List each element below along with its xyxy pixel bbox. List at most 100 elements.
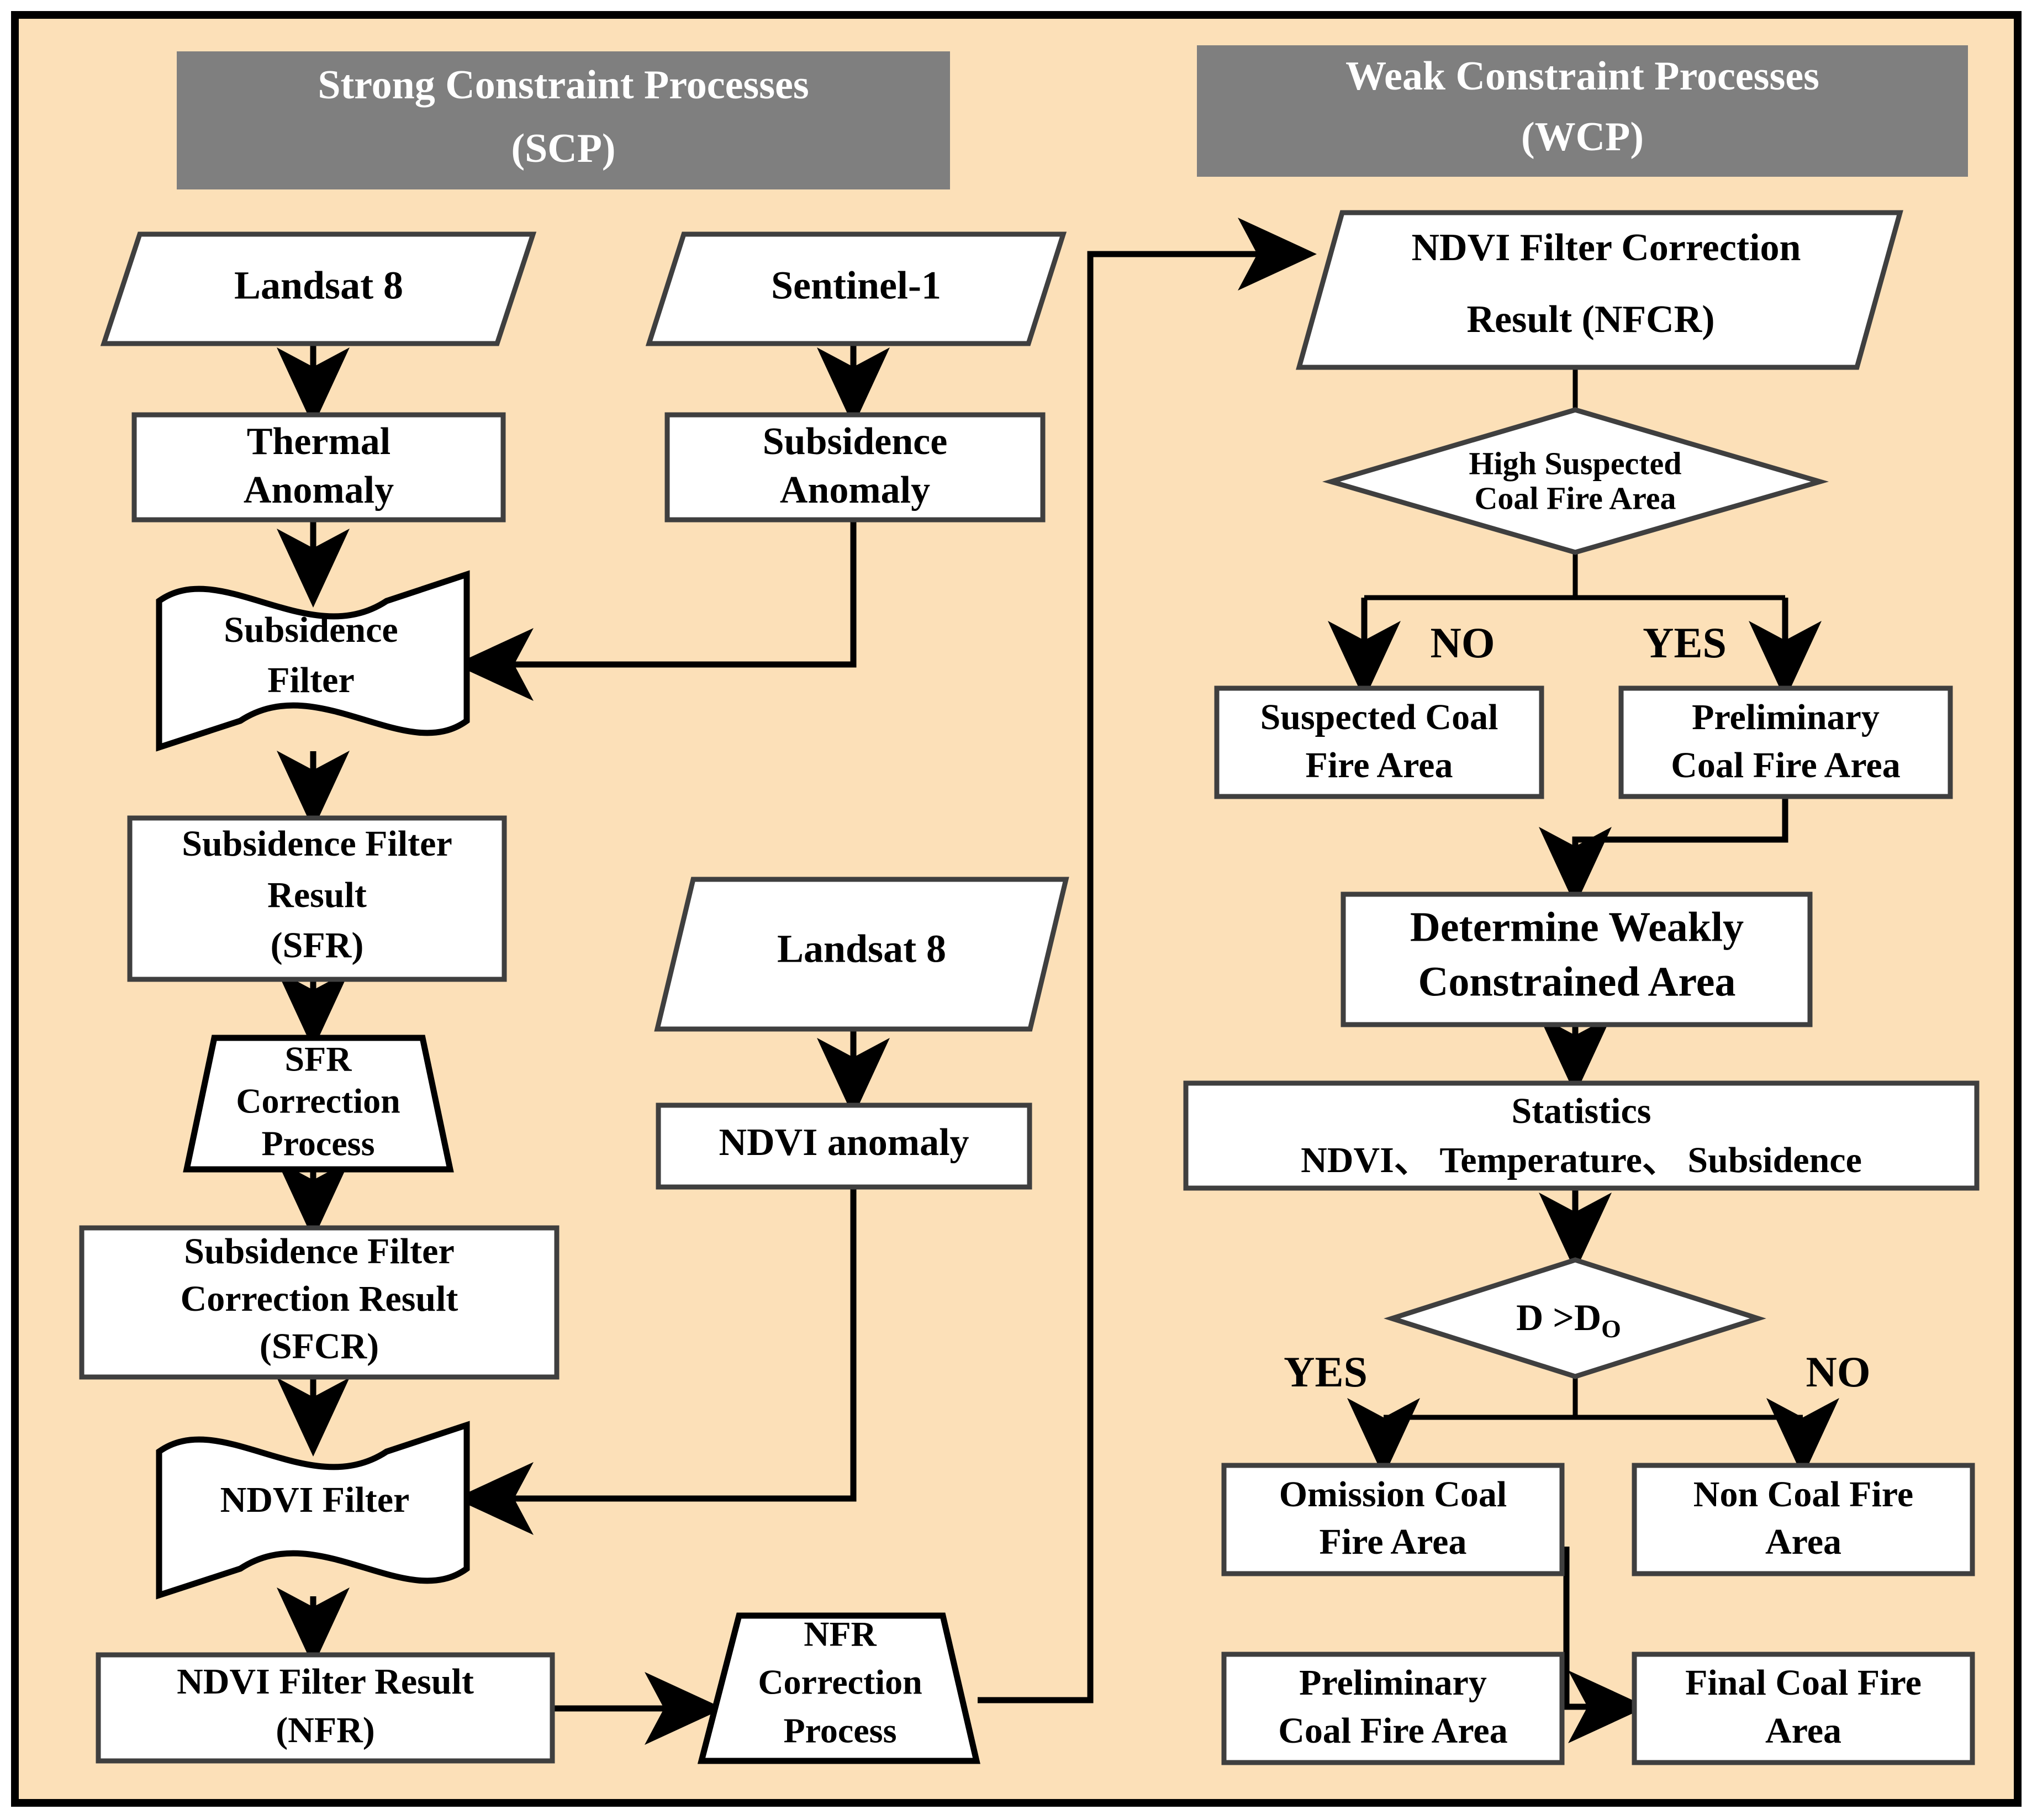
- header-wcp: Weak Constraint Processes (WCP): [1197, 45, 1968, 177]
- header-scp-bg: [177, 51, 950, 189]
- sfcr-line3: (SFCR): [260, 1326, 379, 1367]
- high-suspected-line1: High Suspected: [1469, 445, 1681, 481]
- subsidence-anomaly-shape: [664, 412, 1046, 523]
- label-high-suspected-yes: YES: [1643, 619, 1727, 667]
- node-ndvi-filter[interactable]: NDVI Filter: [156, 1421, 470, 1600]
- final-line2: Area: [1765, 1711, 1841, 1751]
- thermal-anomaly-line1: Thermal: [247, 420, 391, 463]
- header-scp-line2: (SCP): [511, 126, 615, 171]
- nfr-line1: NDVI Filter Result: [177, 1661, 474, 1702]
- preliminary-top-line1: Preliminary: [1692, 697, 1880, 737]
- edge-d-threshold-split: [1384, 1376, 1803, 1420]
- node-suspected-coal-fire-area[interactable]: Suspected Coal Fire Area: [1214, 685, 1544, 799]
- node-subsidence-anomaly[interactable]: Subsidence Anomaly: [664, 412, 1046, 523]
- nfcr-line2: Result (NFCR): [1466, 298, 1714, 341]
- sentinel1-label: Sentinel-1: [771, 263, 941, 308]
- header-scp: Strong Constraint Processes (SCP): [177, 51, 950, 189]
- ndvi-filter-shape: [156, 1421, 470, 1600]
- node-omission-coal-fire-area[interactable]: Omission Coal Fire Area: [1221, 1463, 1565, 1576]
- node-final-coal-fire-area[interactable]: Final Coal Fire Area: [1632, 1652, 1975, 1765]
- subsidence-anomaly-line1: Subsidence: [763, 420, 948, 463]
- landsat8-left-label: Landsat 8: [234, 263, 403, 308]
- header-wcp-line1: Weak Constraint Processes: [1345, 54, 1819, 99]
- ndvi-anomaly-shape: [656, 1102, 1032, 1190]
- node-sentinel1[interactable]: Sentinel-1: [645, 231, 1067, 346]
- connector-layer: [277, 218, 1839, 1745]
- thermal-anomaly-line2: Anomaly: [244, 469, 394, 511]
- node-thermal-anomaly[interactable]: Thermal Anomaly: [131, 412, 506, 523]
- nfr-correction-shape: [697, 1612, 980, 1764]
- nfr-correction-line2: Correction: [758, 1663, 922, 1702]
- omission-line1: Omission Coal: [1279, 1474, 1507, 1515]
- preliminary-top-line2: Coal Fire Area: [1671, 745, 1900, 785]
- node-nfcr[interactable]: NDVI Filter Correction Result (NFCR): [1296, 210, 1903, 370]
- landsat8-mid-label: Landsat 8: [777, 927, 946, 971]
- preliminary-coal-fire-area-top-shape: [1618, 685, 1953, 799]
- non-coal-fire-area-shape: [1632, 1463, 1975, 1576]
- sfr-line2: Result: [267, 875, 367, 915]
- edge-high-suspected-split: [1364, 552, 1785, 600]
- node-ndvi-anomaly[interactable]: NDVI anomaly: [656, 1102, 1032, 1190]
- final-coal-fire-area-shape: [1632, 1652, 1975, 1765]
- sfr-line1: Subsidence Filter: [182, 824, 452, 864]
- landsat8-left-shape: [100, 231, 537, 346]
- header-wcp-line2: (WCP): [1521, 114, 1644, 160]
- node-determine-weakly-constrained[interactable]: Determine Weakly Constrained Area: [1341, 891, 1813, 1027]
- non-coal-line2: Area: [1765, 1522, 1841, 1562]
- d-threshold-label: D >DO: [1516, 1296, 1621, 1343]
- label-high-suspected-no: NO: [1431, 619, 1495, 667]
- node-d-threshold[interactable]: D >DO: [1384, 1257, 1766, 1379]
- subsidence-filter-line1: Subsidence: [224, 610, 398, 650]
- node-sfr-correction[interactable]: SFR Correction Process: [183, 1035, 454, 1173]
- determine-weakly-constrained-shape: [1341, 891, 1813, 1027]
- sfr-shape: [127, 815, 507, 982]
- node-high-suspected[interactable]: High Suspected Coal Fire Area: [1322, 407, 1829, 555]
- node-preliminary-coal-fire-area-top[interactable]: Preliminary Coal Fire Area: [1618, 685, 1953, 799]
- statistics-line2: NDVI、 Temperature、 Subsidence: [1301, 1140, 1862, 1180]
- sfr-correction-line3: Process: [262, 1124, 375, 1163]
- edge-nfr-correction-to-nfcr: [978, 218, 1317, 1703]
- sfr-line3: (SFR): [271, 925, 364, 966]
- nfr-correction-line1: NFR: [804, 1615, 877, 1654]
- preliminary-coal-fire-area-bottom-shape: [1221, 1652, 1565, 1765]
- header-scp-line1: Strong Constraint Processes: [318, 62, 809, 108]
- node-nfr-correction[interactable]: NFR Correction Process: [697, 1612, 980, 1764]
- node-sfr[interactable]: Subsidence Filter Result (SFR): [127, 815, 507, 982]
- high-suspected-shape: [1322, 407, 1829, 555]
- edge-ndvi-anomaly-to-ndvi-filter: [455, 1186, 857, 1535]
- node-nfr[interactable]: NDVI Filter Result (NFR): [96, 1652, 555, 1764]
- sfr-correction-line2: Correction: [236, 1082, 400, 1121]
- omission-line2: Fire Area: [1320, 1522, 1467, 1562]
- nfr-line2: (NFR): [276, 1710, 375, 1750]
- node-landsat8-mid[interactable]: Landsat 8: [654, 877, 1069, 1032]
- nfr-shape: [96, 1652, 555, 1764]
- subsidence-anomaly-line2: Anomaly: [780, 469, 930, 511]
- node-statistics[interactable]: Statistics NDVI、 Temperature、 Subsidence: [1183, 1080, 1980, 1191]
- node-non-coal-fire-area[interactable]: Non Coal Fire Area: [1632, 1463, 1975, 1576]
- d-threshold-expr: D >D: [1516, 1296, 1601, 1338]
- ndvi-filter-label: NDVI Filter: [220, 1480, 410, 1520]
- suspected-coal-fire-area-shape: [1214, 685, 1544, 799]
- node-subsidence-filter[interactable]: Subsidence Filter: [156, 570, 470, 752]
- determine-line1: Determine Weakly: [1410, 904, 1744, 950]
- sfr-correction-line1: SFR: [285, 1040, 352, 1079]
- preliminary-bottom-line1: Preliminary: [1299, 1663, 1487, 1703]
- sfcr-line1: Subsidence Filter: [184, 1231, 455, 1272]
- nfcr-line1: NDVI Filter Correction: [1412, 226, 1801, 269]
- nfr-correction-line3: Process: [784, 1711, 897, 1750]
- preliminary-bottom-line2: Coal Fire Area: [1278, 1711, 1507, 1751]
- non-coal-line1: Non Coal Fire: [1693, 1474, 1913, 1515]
- subsidence-filter-shape: [156, 570, 470, 752]
- sentinel1-shape: [645, 231, 1067, 346]
- final-line1: Final Coal Fire: [1685, 1663, 1922, 1703]
- header-wcp-bg: [1197, 45, 1968, 177]
- node-preliminary-coal-fire-area-bottom[interactable]: Preliminary Coal Fire Area: [1221, 1652, 1565, 1765]
- label-d-threshold-no: NO: [1806, 1348, 1871, 1396]
- node-landsat8-left[interactable]: Landsat 8: [100, 231, 537, 346]
- suspected-coal-fire-area-line2: Fire Area: [1306, 745, 1453, 785]
- edge-preliminary-to-determine: [1539, 779, 1788, 906]
- landsat8-mid-shape: [654, 877, 1069, 1032]
- ndvi-anomaly-label: NDVI anomaly: [719, 1121, 969, 1164]
- node-sfcr[interactable]: Subsidence Filter Correction Result (SFC…: [79, 1225, 560, 1380]
